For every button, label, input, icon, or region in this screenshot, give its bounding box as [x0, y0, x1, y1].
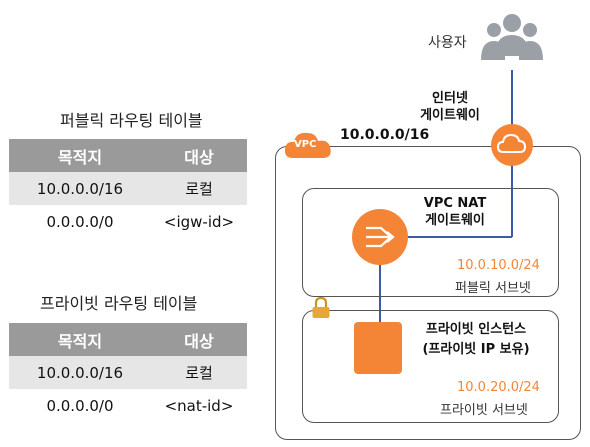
instance-label: 프라이빗 인스턴스 (프라이빗 IP 보유) — [405, 320, 547, 360]
cell-destination: 0.0.0.0/0 — [9, 389, 151, 422]
lock-icon — [312, 297, 330, 318]
table-row: 10.0.0.0/16 로컬 — [9, 172, 247, 205]
nat-label: VPC NAT 게이트웨이 — [410, 195, 500, 229]
igw-label: 인터넷 게이트웨이 — [405, 90, 495, 124]
users-label: 사용자 — [428, 35, 467, 51]
instance-icon — [354, 322, 402, 374]
vpc-boundary — [275, 146, 581, 440]
cloud-icon — [491, 124, 533, 166]
nat-label-line2: 게이트웨이 — [425, 213, 485, 228]
header-target: 대상 — [151, 139, 247, 172]
nat-label-line1: VPC NAT — [423, 196, 487, 211]
vpc-badge-text: VPC — [294, 139, 317, 150]
public-subnet-name: 퍼블릭 서브넷 — [455, 281, 531, 296]
cell-target: 로컬 — [151, 356, 247, 389]
table-row: 0.0.0.0/0 <nat-id> — [9, 389, 247, 422]
header-destination: 목적지 — [9, 323, 151, 356]
cloud-badge-icon — [284, 132, 331, 158]
cell-destination: 0.0.0.0/0 — [9, 205, 151, 238]
header-target: 대상 — [151, 323, 247, 356]
cell-target: 로컬 — [151, 172, 247, 205]
public-subnet-box — [302, 188, 559, 297]
users-icon — [481, 14, 543, 60]
cell-target: <nat-id> — [151, 389, 247, 422]
private-subnet-box — [302, 310, 559, 423]
header-destination: 목적지 — [9, 139, 151, 172]
vpc-cidr: 10.0.0.0/16 — [340, 127, 430, 143]
cell-target: <igw-id> — [151, 205, 247, 238]
igw-label-line2: 게이트웨이 — [420, 108, 480, 123]
private-route-table: 목적지 대상 10.0.0.0/16 로컬 0.0.0.0/0 <nat-id> — [9, 323, 247, 422]
instance-label-line1: 프라이빗 인스턴스 — [425, 322, 527, 337]
public-route-table: 목적지 대상 10.0.0.0/16 로컬 0.0.0.0/0 <igw-id> — [9, 139, 247, 238]
table-header: 목적지 대상 — [9, 139, 247, 172]
nat-router-icon — [352, 209, 408, 265]
public-table-title: 퍼블릭 라우팅 테이블 — [60, 111, 203, 130]
instance-label-line2: (프라이빗 IP 보유) — [422, 342, 530, 357]
table-row: 10.0.0.0/16 로컬 — [9, 356, 247, 389]
private-subnet-name: 프라이빗 서브넷 — [440, 403, 528, 418]
table-row: 0.0.0.0/0 <igw-id> — [9, 205, 247, 238]
cell-destination: 10.0.0.0/16 — [9, 356, 151, 389]
public-subnet-cidr: 10.0.10.0/24 — [457, 258, 540, 273]
cell-destination: 10.0.0.0/16 — [9, 172, 151, 205]
igw-label-line1: 인터넷 — [432, 91, 468, 106]
table-header: 목적지 대상 — [9, 323, 247, 356]
private-subnet-cidr: 10.0.20.0/24 — [457, 380, 540, 395]
private-table-title: 프라이빗 라우팅 테이블 — [40, 294, 198, 313]
vpc-badge: VPC — [283, 128, 335, 160]
